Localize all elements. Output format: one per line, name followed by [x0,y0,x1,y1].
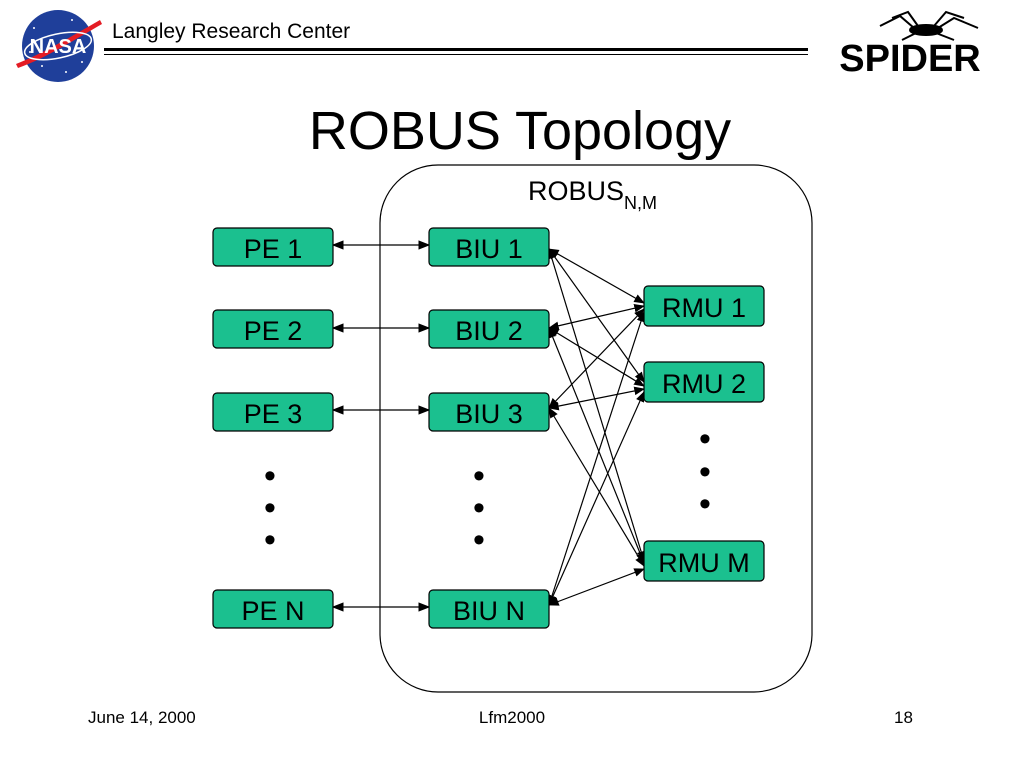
biu-label: BIU 1 [455,234,523,264]
pe-node: PE 1 [212,227,334,267]
pe-ellipsis: • • • [264,457,276,559]
rmu-label: RMU 1 [662,293,746,323]
footer-date: June 14, 2000 [88,708,196,727]
rmu-node: RMU 1 [643,285,765,327]
footer-center-text: Lfm2000 [478,708,546,727]
header-rule-thin [104,54,808,55]
rmu-ellipsis: • • • [699,420,711,523]
rmu-label: RMU M [658,548,749,578]
biu-label: BIU 3 [455,399,523,429]
pe-node: PE 2 [212,309,334,349]
page-number: 18 [894,708,913,727]
pe-label: PE 1 [244,234,303,264]
svg-text:•: • [264,489,276,527]
svg-text:•: • [473,489,485,527]
svg-text:•: • [699,453,711,491]
spider-logo: SPIDER [839,10,981,78]
biu-label: BIU N [453,596,525,626]
nasa-logo: NASA [16,10,102,82]
rmu-node: RMU 2 [643,361,765,403]
robus-label: ROBUSN,M [528,176,657,213]
svg-text:•: • [264,521,276,559]
spider-icon [879,10,979,41]
svg-text:•: • [264,457,276,495]
rmu-node: RMU M [643,540,765,582]
spider-logo-text: SPIDER [839,38,980,78]
robus-boundary [379,164,813,693]
pe-node: PE 3 [212,392,334,432]
biu-rmu-links [547,247,646,607]
biu-node: BIU 1 [428,227,550,267]
pe-node: PE N [212,589,334,629]
pe-label: PE N [241,596,304,626]
header-rule [104,48,808,51]
rmu-label: RMU 2 [662,369,746,399]
svg-text:•: • [699,420,711,458]
biu-label: BIU 2 [455,316,523,346]
svg-text:•: • [473,457,485,495]
biu-node: BIU 3 [428,392,550,432]
header-organization: Langley Research Center [112,20,351,43]
svg-text:•: • [473,521,485,559]
slide-title: ROBUS Topology [308,101,732,161]
svg-text:•: • [699,485,711,523]
nasa-logo-text: NASA [30,36,87,58]
biu-ellipsis: • • • [473,457,485,559]
biu-node: BIU 2 [428,309,550,349]
pe-label: PE 2 [244,316,303,346]
pe-label: PE 3 [244,399,303,429]
biu-node: BIU N [428,589,550,629]
